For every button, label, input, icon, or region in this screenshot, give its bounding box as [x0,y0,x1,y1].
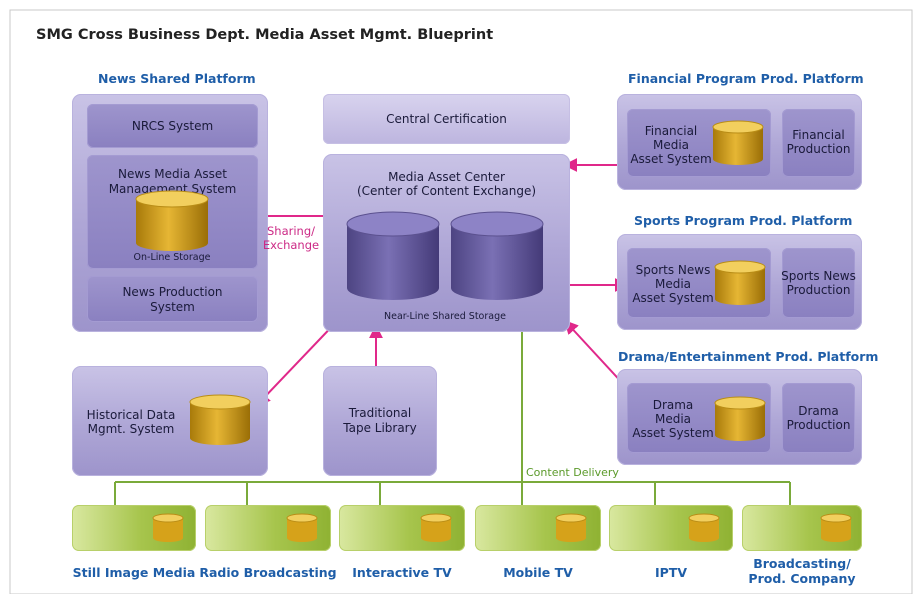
online-storage-cylinder-icon [135,190,209,251]
sports-production-label-1: Sports News [781,269,856,283]
historical-data-label-1: Historical Data [86,408,176,422]
outlet-label-broadcasting-2: Prod. Company [748,571,856,586]
sports-cylinder-icon [714,260,766,305]
central-certification-label: Central Certification [386,112,507,126]
outlet-cylinder-icon [420,513,452,542]
outlet-label-interactive-tv: Interactive TV [352,565,452,580]
tape-library-label-2: Tape Library [343,421,417,435]
outlet-cylinder-icon [286,513,318,542]
drama-mam-label-1: Drama [652,398,694,412]
sharing-exchange-label-2: Exchange [262,238,320,252]
content-delivery-label: Content Delivery [526,466,619,479]
financial-production-box [782,109,855,177]
outlet-cylinder-icon [820,513,852,542]
historical-exchange-arrow [256,315,342,407]
drama-cylinder-icon [714,396,766,441]
tape-library-panel [323,366,437,476]
sports-mam-label-3: Asset System [632,291,714,305]
drama-mam-label-3: Asset System [632,426,714,440]
sports-mam-label-2: Media [654,277,692,291]
drama-platform-title: Drama/Entertainment Prod. Platform [618,349,879,364]
nrcs-system-box [87,104,258,148]
tape-library-label-1: Traditional [348,406,412,420]
outlet-label-broadcasting-1: Broadcasting/ [753,556,851,571]
sports-production-box [782,248,855,318]
central-certification-box [323,94,570,144]
frame-border [9,9,913,594]
page-title: SMG Cross Business Dept. Media Asset Mgm… [36,27,494,43]
drama-mam-label-2: Media [654,412,692,426]
near-line-storage-label: Near-Line Shared Storage [384,311,506,322]
financial-mam-label-2: Media [652,138,690,152]
outlet-cylinder-icon [688,513,720,542]
outlet-label-mobile-tv: Mobile TV [503,565,573,580]
financial-production-label-1: Financial [792,128,845,142]
sports-mam-label-1: Sports News [635,263,711,277]
sharing-exchange-label-1: Sharing/ [266,224,316,238]
historical-data-label-2: Mgmt. System [87,422,175,436]
media-asset-center-label-2: (Center of Content Exchange) [356,184,537,198]
news-production-label-2: System [150,300,195,314]
drama-production-label-2: Production [786,418,851,432]
drama-production-label-1: Drama [798,404,839,418]
sports-platform-title: Sports Program Prod. Platform [634,213,853,228]
news-production-label-1: News Production [122,285,223,299]
nrcs-system-label: NRCS System [131,119,214,133]
sports-production-label-2: Production [786,283,851,297]
online-storage-label: On-Line Storage [133,252,211,263]
news-platform-title: News Shared Platform [98,71,256,86]
drama-production-box [782,383,855,453]
historical-cylinder-icon [189,394,251,445]
financial-platform-title: Financial Program Prod. Platform [628,71,864,86]
financial-production-label-2: Production [786,142,851,156]
financial-mam-label-3: Asset System [630,152,712,166]
media-asset-center-label-1: Media Asset Center [388,170,505,184]
news-mam-label-1: News Media Asset [118,167,227,181]
outlet-cylinder-icon [152,513,184,542]
outlet-label-radio: Radio Broadcasting [199,565,337,580]
outlet-label-still-image: Still Image Media [72,565,196,580]
financial-mam-label-1: Financial [644,124,698,138]
financial-cylinder-icon [712,120,764,165]
outlet-label-iptv: IPTV [654,565,687,580]
near-line-storage-cylinders-icon [346,211,544,300]
news-mam-label-2: Management System [108,182,237,196]
news-production-box [87,276,258,322]
outlet-cylinder-icon [555,513,587,542]
